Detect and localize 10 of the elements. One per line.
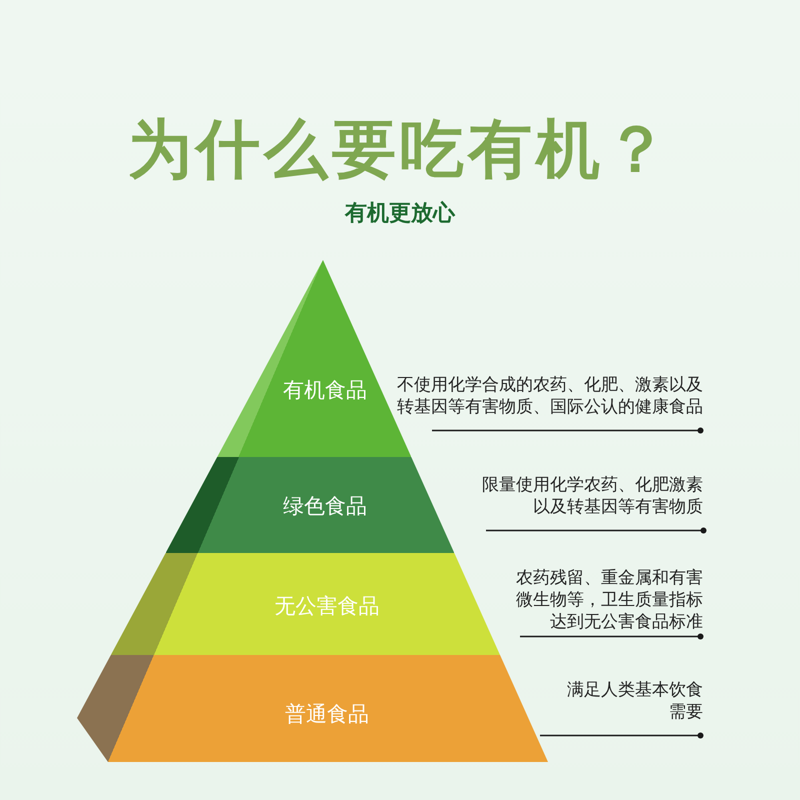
description-text: 满足人类基本饮食需要	[566, 679, 703, 723]
tier-label: 无公害食品	[274, 593, 380, 619]
tier-label: 绿色食品	[282, 493, 367, 519]
description-text: 农药残留、重金属和有害微生物等，卫生质量指标达到无公害食品标准	[515, 567, 703, 633]
description-text: 限量使用化学农药、化肥激素以及转基因等有害物质	[481, 474, 703, 518]
tier-label: 普通食品	[285, 701, 369, 727]
subtitle: 有机更放心	[344, 200, 456, 228]
description-text: 不使用化学合成的农药、化肥、激素以及转基因等有害物质、国际公认的健康食品	[396, 374, 703, 418]
title: 为什么要吃有机？	[127, 112, 673, 189]
tier-label: 有机食品	[282, 377, 367, 403]
